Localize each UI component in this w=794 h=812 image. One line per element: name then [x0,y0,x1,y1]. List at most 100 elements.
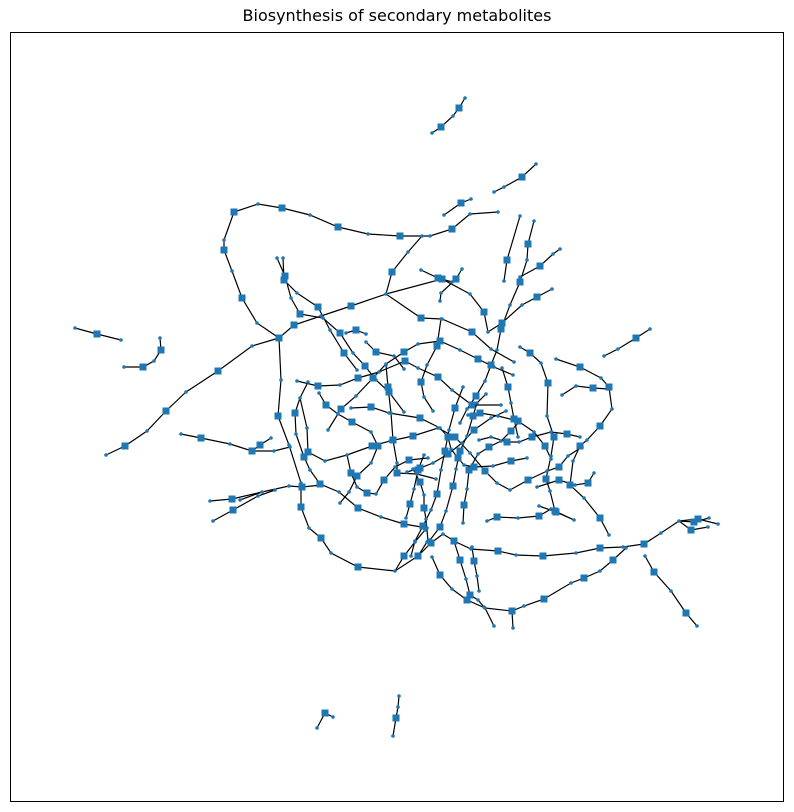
graph-node-square [434,373,442,381]
graph-node-dot [413,539,417,543]
graph-node-dot [508,303,512,307]
graph-node-dot [516,435,520,439]
graph-node-dot [477,589,481,593]
graph-edge [223,240,302,484]
graph-node-dot [425,363,429,367]
graph-node-dot [402,367,406,371]
graph-edge [296,360,501,406]
graph-node-square [297,503,305,511]
graph-node-square [472,392,480,400]
graph-node-dot [483,379,487,383]
graph-node-dot [374,492,378,496]
graph-edge [519,248,561,278]
graph-node-square [497,325,505,333]
graph-node-dot [509,401,513,405]
graph-node-square [576,442,584,450]
graph-node-square [405,456,413,464]
graph-node-dot [436,426,440,430]
graph-node-square [514,417,522,425]
graph-node-square [452,275,460,283]
graph-edge [318,392,379,504]
graph-node-dot [518,214,522,218]
graph-node-dot [315,726,319,730]
graph-node-square [229,506,237,514]
graph-node-dot [152,359,156,363]
graph-node-dot [624,546,628,550]
graph-node-dot [574,551,578,555]
graph-node-dot [464,577,468,581]
graph-node-dot [525,456,529,460]
graph-edge [385,235,423,295]
graph-node-dot [551,252,555,256]
graph-node-dot [179,432,183,436]
graph-node-square [400,348,408,356]
graph-node-square [372,348,380,356]
graph-node-square [436,571,444,579]
graph-node-square [238,294,246,302]
graph-node-dot [537,504,541,508]
graph-node-dot [438,299,442,303]
graph-node-square [384,383,392,391]
graph-node-dot [465,407,469,411]
graph-node-dot [329,551,333,555]
graph-node-dot [511,373,515,377]
graph-node-square [516,278,524,286]
graph-node-dot [428,234,432,238]
graph-node-dot [281,256,285,260]
graph-node-dot [402,410,406,414]
graph-node-dot [621,545,625,549]
graph-node-dot [465,487,469,491]
graph-node-square [409,432,417,440]
graph-node-square [393,469,401,477]
graph-node-dot [338,501,342,505]
graph-node-square [518,173,526,181]
graph-node-dot [468,212,472,216]
graph-node-dot [485,519,489,523]
graph-node-dot [560,393,564,397]
graph-node-square [369,374,377,382]
graph-node-dot [545,469,549,473]
graph-node-dot [255,321,259,325]
graph-node-square [436,337,444,345]
graph-node-dot [288,445,292,449]
graph-node-dot [228,442,232,446]
graph-node-dot [566,454,570,458]
graph-node-dot [461,385,465,389]
graph-node-dot [482,605,486,609]
graph-node-square [340,349,348,357]
graph-node-square [476,409,484,417]
graph-node-dot [307,526,311,530]
graph-node-dot [295,379,299,383]
graph-node-dot [449,447,453,451]
graph-node-dot [454,467,458,471]
graph-node-square [448,225,456,233]
graph-node-dot [411,467,415,471]
graph-node-square [470,426,478,434]
graph-node-dot [602,354,606,358]
graph-node-square [214,367,222,375]
graph-node-dot [389,411,393,415]
graph-node-square [281,272,289,280]
nodes [73,96,720,738]
graph-node-dot [355,368,359,372]
graph-node-dot [393,569,397,573]
graph-node-dot [73,326,77,330]
graph-node-dot [287,484,291,488]
graph-node-square [400,520,408,528]
graph-node-square [230,208,238,216]
graph-edge [431,556,495,627]
graph-node-dot [476,452,480,456]
graph-node-square [280,276,288,284]
graph-node-square [682,609,690,617]
graph-node-dot [458,348,462,352]
graph-node-square [392,714,400,722]
graph-node-dot [539,361,543,365]
graph-node-dot [460,267,464,271]
graph-node-square [438,275,446,283]
graph-node-dot [442,213,446,217]
graph-node-dot [295,291,299,295]
graph-node-dot [532,219,536,223]
graph-node-dot [451,114,455,118]
graph-node-dot [518,275,522,279]
